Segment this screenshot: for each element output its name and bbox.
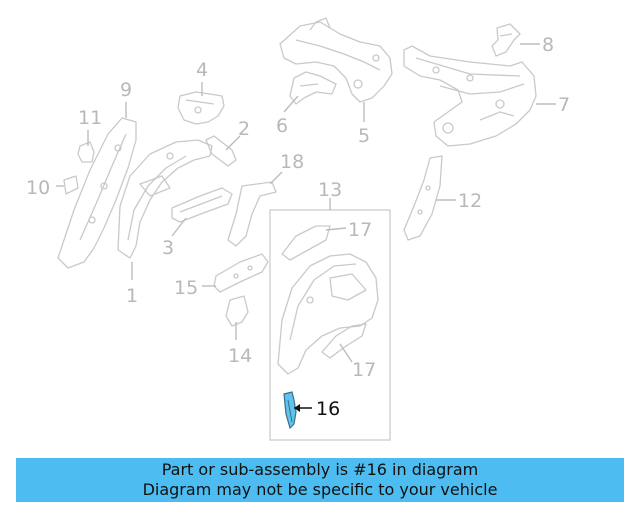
part-1 <box>117 139 213 259</box>
leader-16-arrow <box>294 404 300 412</box>
callout-15: 15 <box>174 277 198 299</box>
callout-17-upper: 17 <box>348 219 372 241</box>
callout-17-lower: 17 <box>352 359 376 381</box>
part-17-lower <box>321 323 367 359</box>
part-8 <box>491 23 521 57</box>
part-16-highlighted <box>283 391 297 430</box>
part-4 <box>177 91 225 125</box>
part-13 <box>277 253 379 375</box>
part-7 <box>403 45 537 147</box>
part-15 <box>213 253 269 293</box>
callout-16: 16 <box>316 398 340 420</box>
callout-5: 5 <box>358 125 370 147</box>
part-5 <box>279 17 393 103</box>
parts-diagram: 1 2 3 4 5 6 7 8 9 10 11 12 13 14 15 17 1… <box>26 17 570 441</box>
callout-10: 10 <box>26 177 50 199</box>
callout-1: 1 <box>126 285 138 307</box>
part-2 <box>205 135 237 167</box>
part-10 <box>63 175 79 195</box>
callout-4: 4 <box>196 59 208 81</box>
callout-12: 12 <box>458 190 482 212</box>
callout-13: 13 <box>318 179 342 201</box>
banner-line-2: Diagram may not be specific to your vehi… <box>142 480 498 499</box>
callout-11: 11 <box>78 107 102 129</box>
callout-14: 14 <box>228 345 252 367</box>
callout-18: 18 <box>280 151 304 173</box>
leader-lines <box>56 43 556 363</box>
info-banner: Part or sub-assembly is #16 in diagram D… <box>16 458 624 502</box>
part-17-upper <box>281 225 331 261</box>
part-3 <box>171 187 233 223</box>
callout-7: 7 <box>558 94 570 116</box>
banner-line-1: Part or sub-assembly is #16 in diagram <box>161 460 479 479</box>
callout-2: 2 <box>238 118 250 140</box>
callout-9: 9 <box>120 79 132 101</box>
callout-8: 8 <box>542 34 554 56</box>
part-18 <box>227 181 277 247</box>
callout-3: 3 <box>162 237 174 259</box>
part-12 <box>403 155 443 241</box>
part-6 <box>289 71 337 105</box>
part-9 <box>57 117 137 269</box>
part-11 <box>77 141 95 163</box>
part-14 <box>225 295 249 327</box>
callout-6: 6 <box>276 115 288 137</box>
